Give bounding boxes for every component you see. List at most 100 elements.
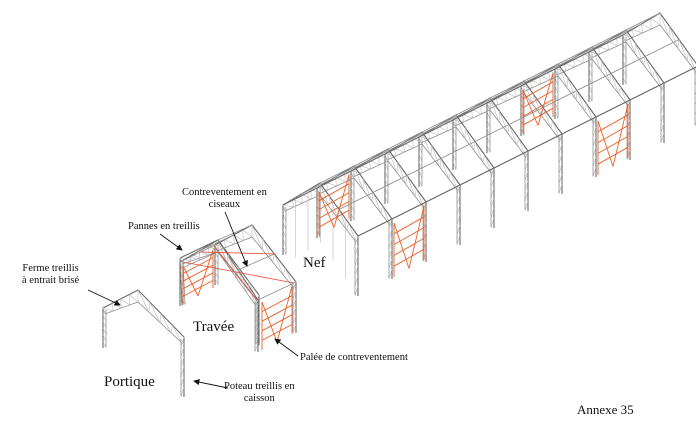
web-vertical — [233, 234, 235, 245]
column-lacing — [254, 343, 259, 353]
column-lacing — [422, 211, 427, 223]
web-diagonal — [208, 245, 219, 253]
web-vertical — [371, 192, 374, 202]
web-diagonal — [262, 239, 274, 263]
column-lacing — [102, 327, 107, 335]
column-lacing — [316, 221, 321, 230]
web-diagonal — [102, 307, 114, 312]
brace-member — [318, 183, 350, 202]
web-vertical — [242, 229, 244, 241]
brace-member — [597, 136, 629, 154]
web-diagonal — [678, 39, 688, 61]
column-lacing — [354, 255, 359, 267]
web-diagonal — [382, 205, 391, 226]
column-lacing — [102, 341, 107, 349]
column-lacing — [292, 281, 297, 291]
column-lacing — [660, 122, 665, 134]
web-diagonal — [650, 18, 661, 26]
column-lacing — [588, 93, 593, 103]
brace-member — [408, 205, 425, 269]
roof-scissor-brace — [213, 245, 258, 301]
brace-member — [393, 216, 425, 235]
column-lacing — [554, 93, 559, 103]
column-lacing — [388, 258, 393, 270]
column-lacing — [622, 51, 627, 61]
web-diagonal — [329, 196, 339, 219]
web-vertical — [430, 145, 432, 156]
web-diagonal — [620, 86, 629, 107]
column-lacing — [592, 116, 597, 128]
column-lacing — [350, 195, 355, 205]
column-lacing — [316, 196, 321, 205]
label-annexe: Annexe 35 — [577, 402, 634, 417]
column-lacing — [520, 127, 525, 137]
web-vertical — [439, 158, 442, 168]
web-diagonal — [251, 224, 263, 250]
brace-member — [522, 89, 539, 126]
column-lacing — [179, 261, 184, 270]
column-lacing — [554, 110, 559, 120]
web-vertical — [686, 52, 689, 61]
web-diagonal — [214, 244, 226, 248]
column-lacing — [418, 161, 423, 171]
column-lacing — [384, 178, 389, 188]
purlin — [237, 253, 275, 271]
web-diagonal — [431, 145, 441, 168]
column-lacing — [214, 271, 219, 279]
pointer-ferme — [87, 289, 121, 306]
web-vertical — [514, 86, 516, 98]
label-portique: Portique — [104, 374, 155, 390]
column-lacing — [456, 194, 461, 206]
palee-left — [182, 249, 214, 304]
column-lacing — [418, 153, 423, 163]
web-diagonal — [120, 298, 130, 306]
pointer-contrev — [224, 211, 248, 267]
column-lacing — [214, 258, 219, 266]
brace-member — [318, 209, 350, 228]
web-diagonal — [416, 188, 425, 209]
web-diagonal — [474, 141, 484, 163]
web-vertical — [448, 171, 451, 180]
web-vertical — [652, 69, 655, 78]
web-vertical — [148, 301, 150, 313]
top-chord — [179, 239, 259, 301]
web-diagonal — [387, 148, 398, 173]
web-vertical — [668, 26, 670, 37]
web-diagonal — [632, 29, 643, 34]
column-lacing — [452, 153, 457, 162]
column-lacing — [486, 144, 491, 154]
column-lacing — [350, 179, 355, 188]
column-lacing — [388, 248, 393, 260]
column-lacing — [520, 119, 525, 128]
web-diagonal — [284, 267, 295, 289]
top-chord — [384, 131, 461, 186]
web-vertical — [227, 254, 229, 266]
column-lacing — [102, 314, 107, 322]
web-diagonal — [378, 154, 389, 162]
column-lacing — [388, 268, 393, 280]
brace-member — [182, 265, 199, 297]
web-diagonal — [480, 103, 491, 111]
column-lacing — [452, 128, 457, 137]
column-lacing — [456, 204, 461, 216]
web-diagonal — [644, 56, 654, 78]
web-diagonal — [172, 325, 183, 344]
pointer-palee — [274, 338, 299, 357]
web-diagonal — [111, 303, 122, 309]
web-diagonal — [518, 137, 527, 158]
column-lacing — [490, 177, 495, 189]
top-chord — [520, 63, 597, 118]
web-diagonal — [552, 120, 561, 141]
web-diagonal — [542, 107, 552, 129]
top-chord — [316, 165, 393, 220]
web-diagonal — [440, 158, 450, 180]
brace-member — [318, 201, 350, 219]
web-vertical — [446, 120, 448, 132]
column-lacing — [452, 161, 457, 171]
column-lacing — [490, 207, 495, 219]
column-lacing — [292, 307, 297, 317]
web-diagonal — [160, 313, 172, 333]
nef-eave-left — [282, 34, 624, 206]
web-diagonal — [582, 52, 593, 60]
